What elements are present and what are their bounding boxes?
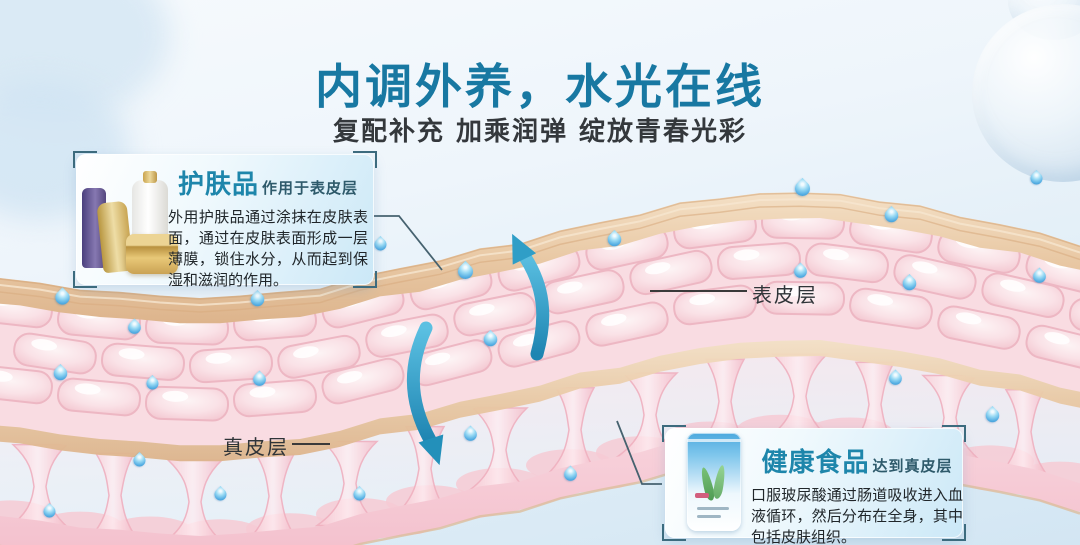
corner-bracket-icon (353, 271, 377, 288)
callout-health-food: 健康食品 达到真皮层 口服玻尿酸通过肠道吸收进入血液循环，然后分布在全身，其中包… (662, 425, 966, 545)
gold-jar-shape (126, 234, 178, 274)
bottle-cap-shape (143, 171, 157, 183)
sachet-notch-shape (687, 439, 741, 442)
dermis-label: 真皮层 (223, 435, 289, 459)
poster-title: 内调外养，水光在线 (315, 60, 765, 115)
callout-skincare-title: 护肤品 (177, 170, 259, 200)
poster-subtitle: 复配补充 加乘润弹 绽放青春光彩 (332, 117, 748, 147)
callout-health-title: 健康食品 (761, 448, 870, 478)
callout-health-heading: 健康食品 达到真皮层 (751, 442, 963, 479)
skincare-products-image (82, 170, 182, 274)
callout-skincare-qualifier: 作用于表皮层 (262, 179, 359, 197)
callout-skincare: 护肤品 作用于表皮层 外用护肤品通过涂抹在皮肤表面，通过在皮肤表面形成一层薄膜，… (73, 151, 377, 289)
corner-bracket-icon (73, 151, 97, 168)
corner-bracket-icon (942, 524, 966, 541)
corner-bracket-icon (942, 425, 966, 442)
sachet-text-line (697, 515, 721, 518)
callout-health-body: 口服玻尿酸通过肠道吸收进入血液循环，然后分布在全身，其中包括皮肤组织。 (751, 486, 963, 545)
callout-skincare-body: 外用护肤品通过涂抹在皮肤表面，通过在皮肤表面形成一层薄膜，锁住水分，从而起到保湿… (168, 208, 368, 289)
health-food-product-image (687, 433, 741, 531)
callout-health-qualifier: 达到真皮层 (872, 457, 953, 475)
sachet-text-line (697, 507, 729, 510)
corner-bracket-icon (662, 425, 686, 442)
sachet-label-shape (695, 493, 709, 498)
corner-bracket-icon (353, 151, 377, 168)
aloe-leaf-shape (712, 464, 727, 500)
callout-skincare-heading: 护肤品 作用于表皮层 (168, 164, 368, 201)
corner-bracket-icon (73, 271, 97, 288)
corner-bracket-icon (662, 524, 686, 541)
epidermis-label: 表皮层 (752, 283, 818, 307)
